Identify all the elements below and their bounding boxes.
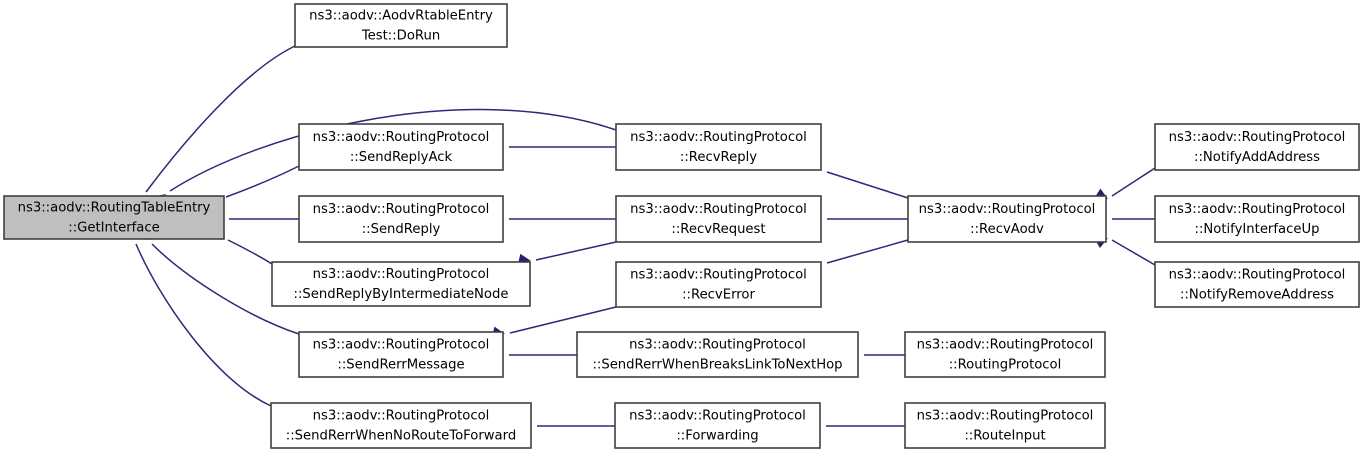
node-label-line2: ::RecvError (682, 288, 755, 303)
graph-node-send-rerr-message[interactable]: ns3::aodv::RoutingProtocol::SendRerrMess… (298, 331, 504, 378)
arrow-head-icon (518, 253, 531, 263)
node-label-line1: ns3::aodv::RoutingProtocol (313, 409, 490, 424)
edge-path (135, 243, 272, 407)
node-box[interactable] (614, 402, 821, 449)
edge-path (145, 45, 296, 193)
node-label-line1: ns3::aodv::RoutingProtocol (919, 202, 1096, 217)
node-box[interactable] (271, 261, 531, 307)
node-box[interactable] (270, 402, 532, 449)
graph-node-recv-error[interactable]: ns3::aodv::RoutingProtocol::RecvError (615, 261, 822, 308)
graph-edge (492, 214, 616, 224)
node-box[interactable] (298, 123, 504, 171)
node-box[interactable] (576, 331, 859, 378)
graph-edge (131, 45, 296, 209)
node-label-line2: ::NotifyInterfaceUp (1195, 222, 1320, 237)
graph-edge (809, 161, 909, 199)
node-label-line2: ::SendReplyAck (350, 150, 453, 165)
node-box[interactable] (298, 195, 504, 243)
graph-edge (809, 239, 909, 272)
node-label-line2: ::NotifyAddAddress (1194, 150, 1320, 165)
graph-node-recv-request[interactable]: ns3::aodv::RoutingProtocol::RecvRequest (615, 195, 822, 243)
node-label-line1: ns3::aodv::RoutingProtocol (630, 130, 807, 145)
graph-node-send-reply-ack[interactable]: ns3::aodv::RoutingProtocol::SendReplyAck (298, 123, 504, 171)
graph-node-notify-remove-address[interactable]: ns3::aodv::RoutingProtocol::NotifyRemove… (1154, 261, 1360, 308)
graph-node-routing-protocol-ctor[interactable]: ns3::aodv::RoutingProtocol::RoutingProto… (904, 331, 1106, 378)
edge-path (826, 239, 909, 264)
node-box[interactable] (615, 123, 822, 171)
edge-path (151, 243, 300, 335)
graph-node-recv-reply[interactable]: ns3::aodv::RoutingProtocol::RecvReply (615, 123, 822, 171)
graph-node-send-rerr-when-breaks-link-to-next-hop[interactable]: ns3::aodv::RoutingProtocol::SendRerrWhen… (576, 331, 859, 378)
node-label-line1: ns3::aodv::RoutingProtocol (313, 202, 490, 217)
node-box[interactable] (615, 195, 822, 243)
node-label-line2: ::Forwarding (676, 429, 758, 444)
node-box[interactable] (1154, 123, 1360, 171)
node-label-line2: ::SendRerrWhenBreaksLinkToNextHop (592, 358, 842, 373)
edge-path (227, 239, 273, 265)
node-label-line1: ns3::aodv::RoutingTableEntry (18, 201, 211, 216)
edge-path (225, 165, 300, 198)
node-label-line2: ::GetInterface (68, 221, 159, 236)
node-label-line1: ns3::aodv::RoutingProtocol (1169, 202, 1346, 217)
node-box[interactable] (294, 3, 508, 48)
node-box[interactable] (907, 195, 1107, 243)
graph-node-send-reply[interactable]: ns3::aodv::RoutingProtocol::SendReply (298, 195, 504, 243)
node-box[interactable] (904, 331, 1106, 378)
graph-node-route-input[interactable]: ns3::aodv::RoutingProtocol::RouteInput (904, 402, 1106, 449)
node-label-line1: ns3::aodv::RoutingProtocol (1169, 130, 1346, 145)
node-label-line1: ns3::aodv::RoutingProtocol (917, 338, 1094, 353)
node-label-line1: ns3::aodv::AodvRtableEntry (309, 9, 493, 24)
graph-edge (492, 350, 577, 360)
edge-path (535, 241, 617, 261)
graph-edge (492, 142, 616, 152)
node-label-line2: ::SendRerrMessage (337, 358, 464, 373)
edge-path (826, 171, 909, 199)
edge-path (1111, 167, 1156, 197)
edge-path (509, 306, 617, 334)
node-box[interactable] (3, 195, 225, 240)
edge-path (1111, 239, 1156, 266)
graph-edge (123, 226, 272, 407)
edge-path (169, 108, 617, 192)
node-label-line2: ::RecvReply (680, 150, 757, 165)
node-label-line1: ns3::aodv::RoutingProtocol (313, 130, 490, 145)
graph-node-forwarding[interactable]: ns3::aodv::RoutingProtocol::Forwarding (614, 402, 821, 449)
node-box[interactable] (904, 402, 1106, 449)
nodes-layer: ns3::aodv::RoutingTableEntry::GetInterfa… (3, 3, 1360, 449)
graph-node-notify-add-address[interactable]: ns3::aodv::RoutingProtocol::NotifyAddAdd… (1154, 123, 1360, 171)
graph-edge (520, 421, 615, 431)
node-label-line1: ns3::aodv::RoutingProtocol (1169, 268, 1346, 283)
node-label-line2: ::RouteInput (964, 429, 1045, 444)
node-label-line2: ::NotifyRemoveAddress (1180, 288, 1334, 303)
graph-node-get-interface[interactable]: ns3::aodv::RoutingTableEntry::GetInterfa… (3, 195, 225, 240)
graph-edge (809, 421, 905, 431)
graph-node-send-reply-by-intermediate-node[interactable]: ns3::aodv::RoutingProtocol::SendReplyByI… (271, 261, 531, 307)
graph-node-send-rerr-when-no-route-to-forward[interactable]: ns3::aodv::RoutingProtocol::SendRerrWhen… (270, 402, 532, 449)
graph-edge (810, 214, 908, 224)
node-label-line2: ::SendRerrWhenNoRouteToForward (286, 429, 516, 444)
graph-node-notify-interface-up[interactable]: ns3::aodv::RoutingProtocol::NotifyInterf… (1154, 195, 1360, 243)
node-box[interactable] (1154, 195, 1360, 243)
node-label-line1: ns3::aodv::RoutingProtocol (630, 202, 807, 217)
node-box[interactable] (1154, 261, 1360, 308)
node-box[interactable] (298, 331, 504, 378)
node-label-line1: ns3::aodv::RoutingProtocol (313, 338, 490, 353)
node-label-line2: ::RecvRequest (671, 222, 765, 237)
graph-edge (212, 214, 299, 224)
node-label-line1: ns3::aodv::RoutingProtocol (917, 409, 1094, 424)
node-box[interactable] (615, 261, 822, 308)
node-label-line2: ::RoutingProtocol (949, 358, 1062, 373)
node-label-line2: ::SendReply (362, 222, 441, 237)
graph-node-recv-aodv[interactable]: ns3::aodv::RoutingProtocol::RecvAodv (907, 195, 1107, 243)
graph-edge (518, 241, 617, 263)
node-label-line2: ::SendReplyByIntermediateNode (294, 287, 509, 302)
node-label-line1: ns3::aodv::RoutingProtocol (629, 338, 806, 353)
node-label-line2: ::RecvAodv (970, 222, 1044, 237)
node-label-line1: ns3::aodv::RoutingProtocol (313, 267, 490, 282)
node-label-line1: ns3::aodv::RoutingProtocol (629, 409, 806, 424)
node-label-line1: ns3::aodv::RoutingProtocol (630, 268, 807, 283)
node-label-line2: Test::DoRun (361, 29, 440, 44)
